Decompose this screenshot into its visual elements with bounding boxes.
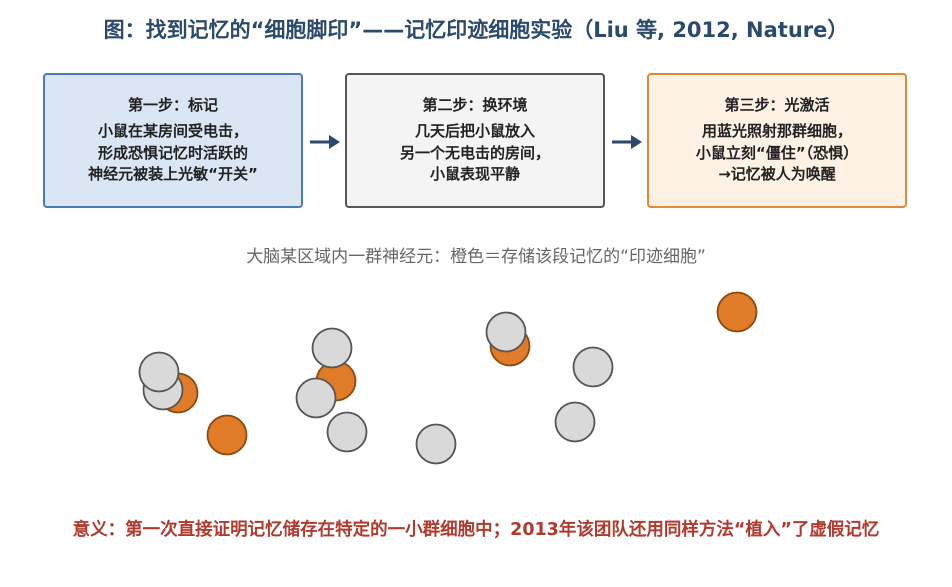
step-3-heading: 第三步：光激活 bbox=[724, 96, 830, 114]
neuron bbox=[311, 327, 353, 369]
step-2-heading: 第二步：换环境 bbox=[422, 96, 528, 114]
step-2-line-1: 几天后把小鼠放入 bbox=[414, 121, 535, 140]
neuron bbox=[415, 423, 457, 465]
figure-title: 图：找到记忆的“细胞脚印”——记忆印迹细胞实验（Liu 等, 2012, Nat… bbox=[103, 18, 849, 42]
significance-note: 意义：第一次直接证明记忆储存在特定的一小群细胞中；2013年该团队还用同样方法“… bbox=[72, 520, 880, 540]
engram-neuron bbox=[206, 414, 248, 456]
engram-neuron bbox=[716, 291, 758, 333]
step-2-box: 第二步：换环境 几天后把小鼠放入 另一个无电击的房间， 小鼠表现平静 bbox=[345, 73, 605, 208]
neuron bbox=[295, 377, 337, 419]
step-2-line-2: 另一个无电击的房间， bbox=[399, 143, 550, 162]
step-1-line-1: 小鼠在某房间受电击， bbox=[97, 121, 248, 140]
neuron bbox=[138, 351, 180, 393]
neuron bbox=[326, 411, 368, 453]
step-3-line-1: 用蓝光照射那群细胞， bbox=[701, 121, 852, 140]
arrow-right-icon bbox=[310, 135, 340, 149]
step-1-line-2: 形成恐惧记忆时活跃的 bbox=[97, 143, 248, 162]
step-3-line-2: 小鼠立刻“僵住”（恐惧） bbox=[695, 143, 859, 162]
neuron bbox=[572, 346, 614, 388]
step-1-heading: 第一步：标记 bbox=[127, 96, 218, 114]
step-1-line-3: 神经元被装上光敏“开关” bbox=[88, 165, 258, 184]
neuron-legend-caption: 大脑某区域内一群神经元：橙色＝存储该段记忆的“印迹细胞” bbox=[246, 247, 706, 267]
step-1-box: 第一步：标记 小鼠在某房间受电击， 形成恐惧记忆时活跃的 神经元被装上光敏“开关… bbox=[43, 73, 303, 208]
arrow-right-icon bbox=[612, 135, 642, 149]
neuron bbox=[485, 311, 527, 353]
neuron bbox=[554, 401, 596, 443]
step-3-box: 第三步：光激活 用蓝光照射那群细胞， 小鼠立刻“僵住”（恐惧） →记忆被人为唤醒 bbox=[647, 73, 907, 208]
step-3-line-3: →记忆被人为唤醒 bbox=[718, 165, 836, 184]
step-2-line-3: 小鼠表现平静 bbox=[429, 165, 520, 184]
